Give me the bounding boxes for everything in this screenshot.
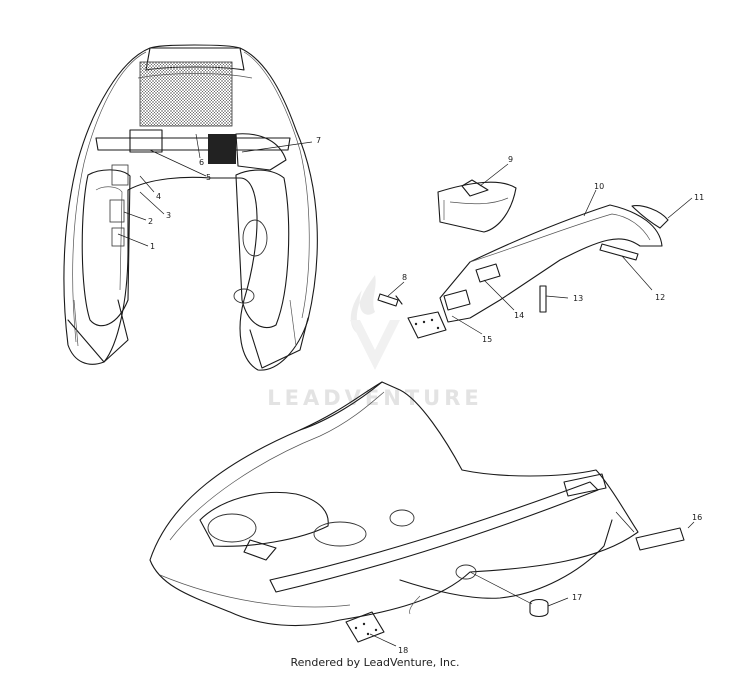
callout-2: 2	[148, 217, 153, 226]
seat-pad	[139, 61, 233, 127]
callout-4: 4	[156, 192, 161, 201]
callout-16: 16	[692, 513, 702, 522]
callout-17: 17	[572, 593, 582, 602]
callout-11: 11	[694, 193, 704, 202]
clip-part	[631, 205, 669, 229]
callout-3: 3	[166, 211, 171, 220]
small-parts	[345, 527, 685, 643]
callout-6: 6	[199, 158, 204, 167]
callout-9: 9	[508, 155, 513, 164]
callout-13: 13	[573, 294, 583, 303]
watermark-text: LEADVENTURE	[267, 386, 482, 410]
fasteners	[377, 285, 547, 313]
callout-10: 10	[594, 182, 604, 191]
callout-5: 5	[206, 173, 211, 182]
leader-lines	[117, 133, 695, 647]
callout-labels: 1 2 3 4 5 6 7 8 9 10 11 12 13 14 15 16 1…	[148, 136, 704, 655]
callout-1: 1	[150, 242, 155, 251]
side-rail	[407, 204, 663, 339]
decal-strip	[599, 243, 639, 261]
callout-15: 15	[482, 335, 492, 344]
tub-assembly	[63, 44, 318, 371]
callout-18: 18	[398, 646, 408, 655]
callout-14: 14	[514, 311, 524, 320]
callout-8: 8	[402, 273, 407, 282]
footer-credit: Rendered by LeadVenture, Inc.	[290, 656, 460, 669]
callout-12: 12	[655, 293, 665, 302]
watermark: LEADVENTURE	[267, 275, 482, 410]
watermark-flame-icon	[350, 275, 400, 370]
hood-assembly	[149, 381, 639, 627]
cowl-part	[437, 179, 517, 233]
callout-7: 7	[316, 136, 321, 145]
